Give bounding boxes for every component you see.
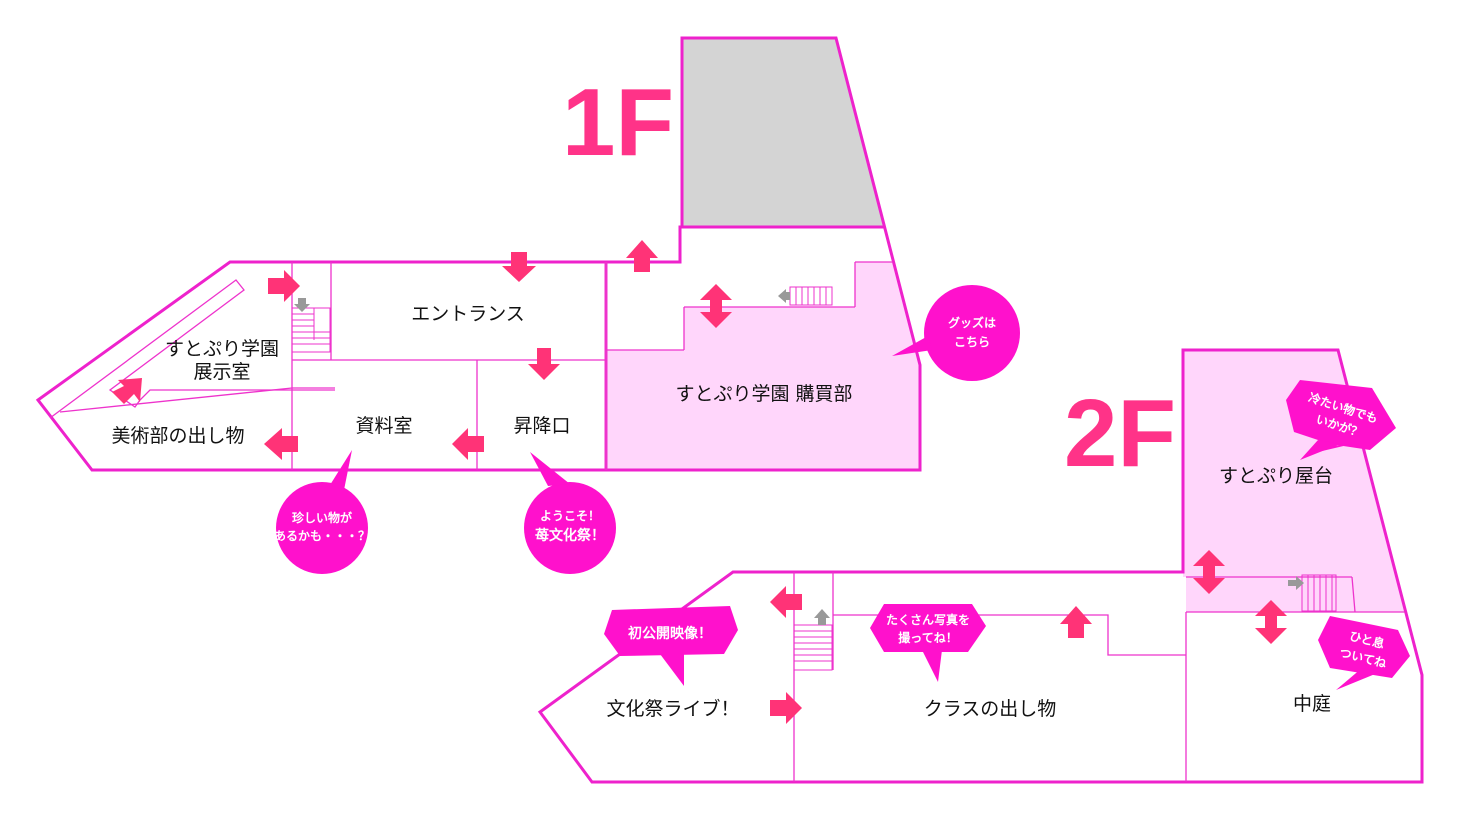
svg-text:たくさん写真を: たくさん写真を — [886, 612, 970, 627]
floor-2-label: 2F — [1064, 380, 1176, 487]
room-shop: すとぷり学園 購買部 — [675, 383, 852, 405]
room-exhibit: すとぷり学園 — [165, 338, 279, 360]
svg-text:あるかも・・・？: あるかも・・・？ — [274, 529, 370, 543]
svg-text:撮ってね！: 撮ってね！ — [898, 630, 957, 645]
arrow-right-icon — [268, 270, 300, 302]
room-class: クラスの出し物 — [924, 698, 1057, 720]
svg-text:苺文化祭！: 苺文化祭！ — [535, 527, 605, 544]
room-entrance: エントランス — [411, 303, 525, 325]
arrow-upright-icon — [112, 378, 142, 404]
arrow-updown-icon — [1193, 550, 1225, 594]
svg-text:こちら: こちら — [954, 335, 990, 349]
room-stall: すとぷり屋台 — [1219, 465, 1333, 487]
room-art: 美術部の出し物 — [111, 425, 244, 447]
svg-text:初公開映像！: 初公開映像！ — [628, 625, 712, 642]
floor-1-outline — [35, 36, 922, 472]
svg-text:グッズは: グッズは — [948, 315, 996, 330]
room-live: 文化祭ライブ！ — [606, 697, 739, 720]
room-hatch: 昇降口 — [513, 415, 570, 437]
room-courtyard: 中庭 — [1293, 693, 1331, 715]
arrow-left-icon — [264, 428, 298, 460]
arrow-right-icon — [770, 692, 802, 724]
closed-area — [682, 38, 884, 227]
speech-bubble — [276, 285, 1020, 574]
stairs-up-arrow-icon — [814, 609, 830, 625]
arrow-updown-icon — [1255, 600, 1287, 644]
stairs-right-arrow-icon — [1288, 576, 1304, 590]
arrow-down-icon — [502, 252, 536, 282]
speech-bubble — [604, 380, 1410, 690]
stairs-left-arrow-icon — [778, 289, 790, 303]
floor-2: 2F すとぷり屋台 文化祭ライブ！ クラスの出し物 中庭 冷たい物でも いかが？… — [537, 348, 1424, 784]
floor-1-walls — [49, 261, 893, 470]
arrow-updown-icon — [700, 284, 732, 328]
arrow-up-icon — [626, 240, 658, 272]
arrow-up-icon — [1060, 606, 1092, 638]
floor-1-label: 1F — [562, 69, 674, 176]
stairs-down-arrow-icon — [294, 298, 310, 312]
svg-text:ようこそ！: ようこそ！ — [540, 509, 600, 523]
floor-1: 1F すとぷり学園 展示室 美術部の出し物 エントランス 資料室 昇降口 すとぷ… — [35, 36, 1020, 574]
arrow-down-icon — [528, 348, 560, 380]
room-exhibit: 展示室 — [193, 361, 250, 383]
floor-2-outline — [537, 348, 1424, 784]
arrow-left-icon — [770, 586, 802, 618]
shop-area — [606, 262, 920, 470]
stairs-icon — [793, 574, 1337, 671]
stairs-icon — [291, 286, 833, 353]
svg-text:珍しい物が: 珍しい物が — [292, 510, 352, 525]
room-archive: 資料室 — [355, 415, 412, 437]
arrow-left-icon — [452, 428, 484, 460]
